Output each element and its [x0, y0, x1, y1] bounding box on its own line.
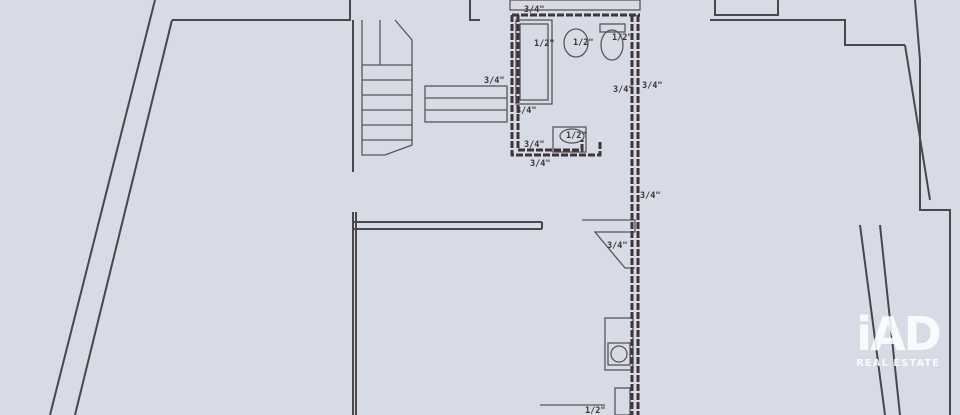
label-left-wall-lower: 3/4": [516, 106, 536, 116]
label-bathtub: 1/2": [534, 39, 554, 49]
label-sink: 1/2": [566, 131, 586, 141]
label-riser-mid: 3/4": [640, 191, 660, 201]
label-kitchen-corner: 3/4": [607, 241, 627, 251]
iad-watermark-logo: iAD REAL ESTATE: [856, 307, 942, 369]
label-toilet-right: 1/2": [612, 33, 632, 43]
label-left-wall-upper: 3/4": [484, 76, 504, 86]
water-pipes: [510, 13, 640, 415]
logo-tagline: REAL ESTATE: [856, 358, 940, 369]
label-right-outer: 3/4": [642, 81, 662, 91]
walls: [49, 0, 951, 415]
logo-brand: iAD: [856, 307, 942, 361]
pipe-labels: 3/4" 1/2" 1/2" 1/2" 3/4" 3/4" 1/2" 3/4" …: [484, 5, 662, 415]
label-toilet-left: 1/2": [573, 38, 593, 48]
label-top-supply: 3/4": [524, 5, 544, 15]
label-bottom-outer: 3/4": [530, 159, 550, 169]
staircase: [361, 19, 508, 156]
label-bottom-inner: 3/4": [524, 140, 544, 150]
label-right-inner: 3/4": [613, 85, 633, 95]
label-bottom-kitchen: 1/2": [585, 406, 605, 415]
bathroom: [509, 0, 641, 153]
